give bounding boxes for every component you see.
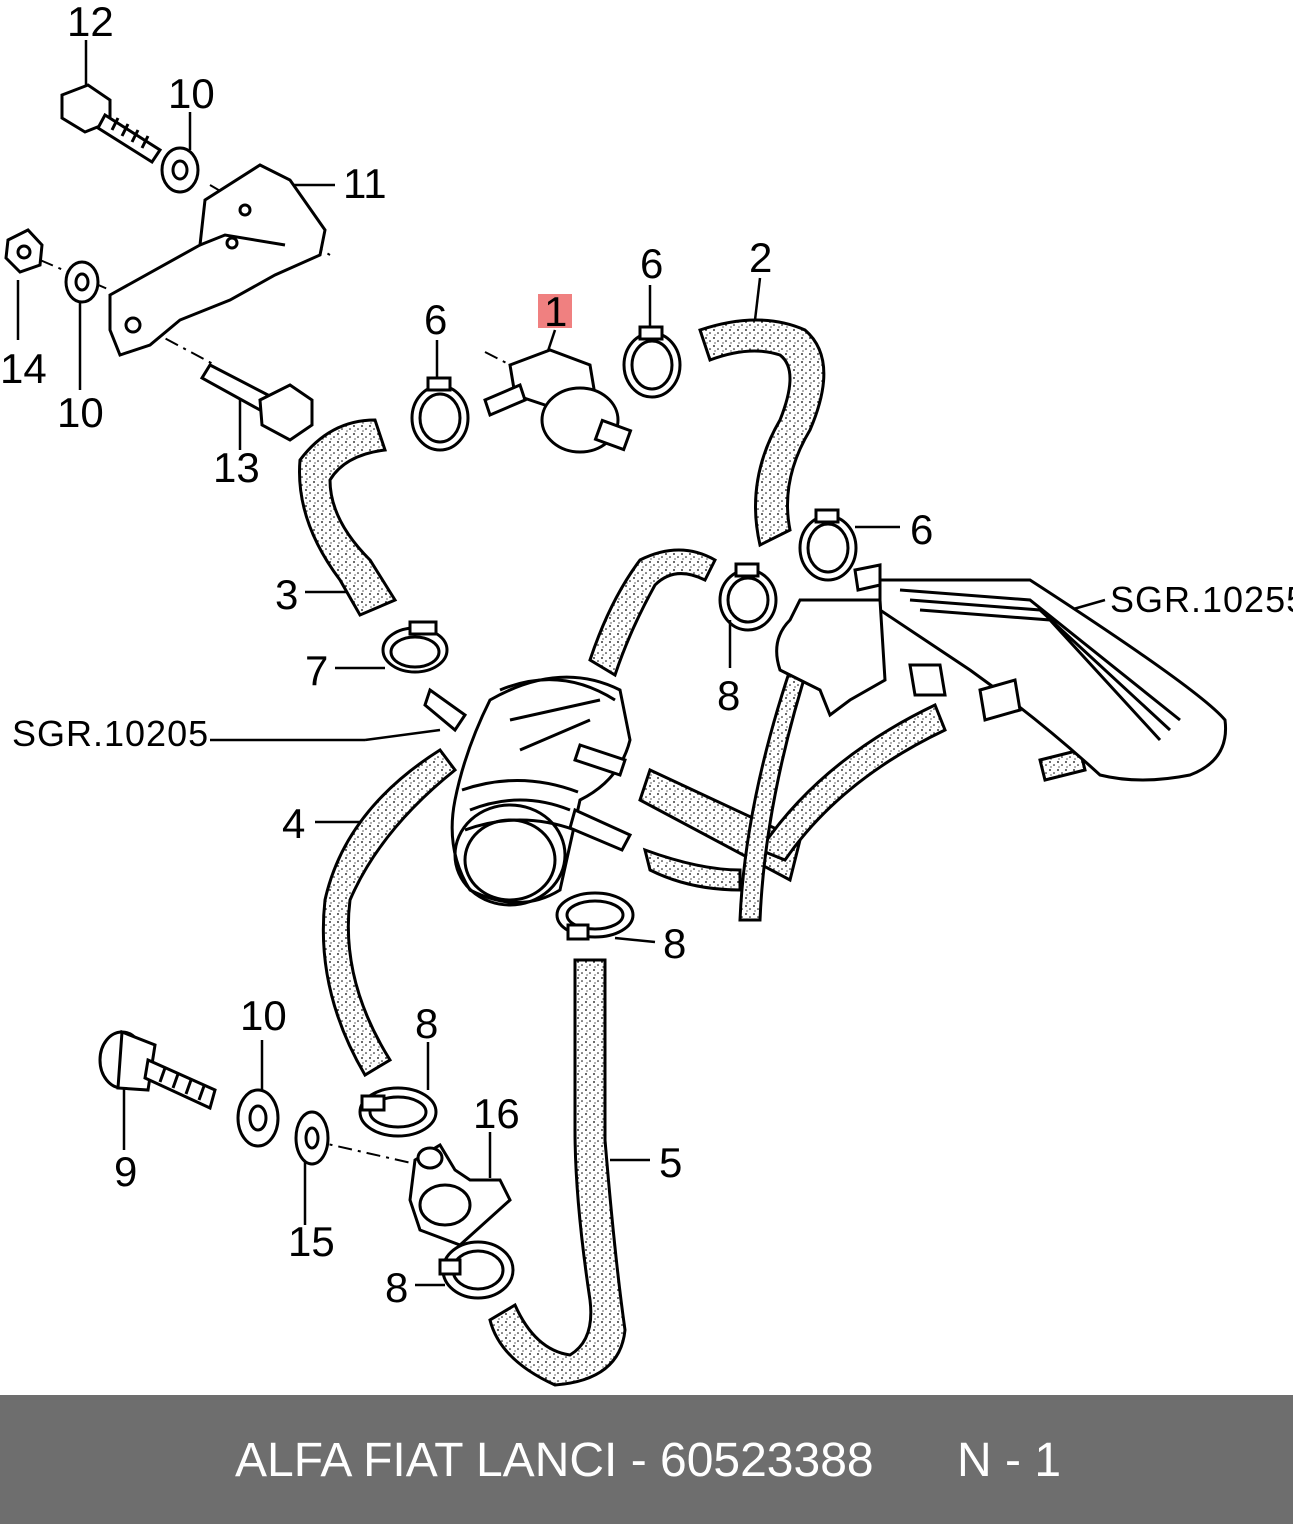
clamp-8-upper-right xyxy=(718,562,778,632)
callout-11: 11 xyxy=(343,160,387,207)
nut-14 xyxy=(4,228,44,274)
callout-6-left: 6 xyxy=(424,296,447,343)
callout-8-bottom: 8 xyxy=(385,1264,408,1311)
clamp-8-lower xyxy=(358,1086,438,1138)
fitting-16 xyxy=(408,1142,512,1247)
callout-8-lower: 8 xyxy=(415,1000,438,1047)
clamp-6-left xyxy=(410,376,470,452)
clamp-8-mid xyxy=(555,891,635,941)
exploded-parts-diagram: 12 10 11 14 10 13 6 6 2 6 3 7 8 4 8 8 10… xyxy=(0,0,1293,1387)
clamp-6-right xyxy=(798,508,858,582)
callout-1: 1 xyxy=(544,288,567,335)
clamp-8-bottom xyxy=(438,1240,515,1300)
hose-5 xyxy=(488,958,627,1387)
callout-labels: 12 10 11 14 10 13 6 6 2 6 3 7 8 4 8 8 10… xyxy=(0,0,1293,1311)
callout-5: 5 xyxy=(659,1139,682,1186)
bolt-12 xyxy=(60,83,163,165)
bolt-9 xyxy=(98,1029,217,1111)
leader-lines xyxy=(16,40,1106,1287)
callout-4: 4 xyxy=(282,800,305,847)
footer-bar: ALFA FIAT LANCI - 60523388 N - 1 xyxy=(0,1395,1293,1524)
hose-3 xyxy=(298,418,398,617)
washer-10-bottom xyxy=(236,1088,280,1148)
hose-2 xyxy=(698,318,826,548)
hose-upper-mid xyxy=(588,548,717,678)
hose-4 xyxy=(321,747,458,1078)
callout-13: 13 xyxy=(213,444,260,491)
callout-6-right: 6 xyxy=(910,506,933,553)
footer-page-label: N - 1 xyxy=(957,1434,1062,1487)
callout-3: 3 xyxy=(275,571,298,618)
callout-14: 14 xyxy=(0,345,47,392)
callout-15: 15 xyxy=(288,1218,335,1265)
callout-16: 16 xyxy=(473,1090,520,1137)
callout-9: 9 xyxy=(114,1148,137,1195)
bolt-13 xyxy=(199,363,314,442)
callout-8-upper: 8 xyxy=(717,672,740,719)
hose-small xyxy=(642,847,742,892)
callout-8-mid: 8 xyxy=(663,920,686,967)
washer-10-left xyxy=(64,260,100,304)
intake-manifold-assembly xyxy=(775,563,1228,782)
valve-1 xyxy=(483,348,633,454)
callout-1-highlight xyxy=(538,294,572,328)
air-intake-bellow xyxy=(423,675,633,907)
callout-10-top: 10 xyxy=(168,70,215,117)
callout-7: 7 xyxy=(305,647,328,694)
bracket-11 xyxy=(108,163,327,357)
callout-2: 2 xyxy=(749,234,772,281)
washer-15 xyxy=(294,1110,330,1166)
callout-6-mid: 6 xyxy=(640,240,663,287)
clamp-6-mid xyxy=(622,325,682,399)
hose-right-2 xyxy=(757,702,947,862)
clamp-7 xyxy=(381,620,449,674)
ref-sgr-10255: SGR.10255 xyxy=(1110,579,1293,620)
hose-stub xyxy=(1038,748,1087,782)
washer-10-top xyxy=(160,146,200,194)
ref-sgr-10205: SGR.10205 xyxy=(12,713,209,754)
hoses xyxy=(298,318,1087,1387)
hose-vertical xyxy=(738,653,812,922)
callout-10-bottom: 10 xyxy=(240,992,287,1039)
footer-part-number: ALFA FIAT LANCI - 60523388 xyxy=(235,1434,874,1487)
callout-12: 12 xyxy=(67,0,114,45)
callout-10-left: 10 xyxy=(57,389,104,436)
